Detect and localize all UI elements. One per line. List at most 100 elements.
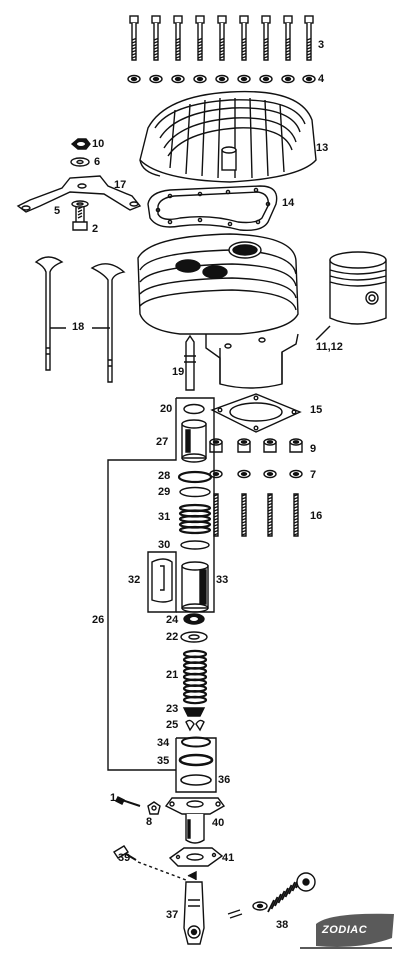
callout-2: 2	[92, 223, 99, 235]
gasket-hole	[167, 219, 173, 225]
base-washer	[289, 469, 303, 479]
lock-ring	[183, 613, 205, 625]
base-washer	[263, 469, 277, 479]
callout-28: 28	[158, 470, 171, 482]
callout-31: 31	[158, 511, 171, 523]
callout-4: 4	[318, 73, 325, 85]
head-bolt	[239, 15, 249, 61]
tappet-spring-small	[178, 503, 212, 535]
callout-32: 32	[128, 574, 141, 586]
callout-9: 9	[310, 443, 317, 455]
split-sleeve	[151, 558, 173, 603]
valve-left	[34, 256, 64, 371]
tappet-block-gasket	[168, 847, 224, 867]
adjuster-screw	[113, 845, 137, 861]
base-nut	[263, 438, 277, 453]
zodiac-logo	[300, 913, 394, 949]
base-nuts	[209, 438, 303, 453]
bolt-washer	[259, 74, 273, 84]
callout-26: 26	[92, 614, 105, 626]
gasket-hole	[197, 191, 203, 197]
callout-21: 21	[166, 669, 179, 681]
screw	[115, 796, 141, 807]
cylinder-head	[139, 90, 317, 183]
head-bolt	[217, 15, 227, 61]
washer-ring	[179, 486, 211, 498]
needle-roller	[274, 893, 282, 907]
callout-20: 20	[160, 403, 173, 415]
cylinder-barrel	[137, 233, 299, 389]
needle-roller	[267, 899, 275, 913]
head-bolt	[261, 15, 271, 61]
base-gasket	[210, 393, 302, 433]
head-bolt	[195, 15, 205, 61]
cylinder-head-bolts	[129, 15, 314, 61]
callout-25: 25	[166, 719, 179, 731]
callout-27: 27	[156, 436, 169, 448]
gasket-hole	[225, 189, 231, 195]
callout-29: 29	[158, 486, 171, 498]
bracket-bolt	[72, 206, 88, 231]
mounting-bracket	[16, 175, 142, 213]
needle-roller	[288, 881, 296, 895]
callout-10: 10	[92, 138, 105, 150]
needle-roller	[284, 884, 293, 898]
callout-5: 5	[54, 205, 61, 217]
callout-7: 7	[310, 469, 317, 481]
valve-right	[90, 263, 126, 383]
callout-8: 8	[146, 816, 153, 828]
needle-roller	[281, 887, 289, 901]
callout-30: 30	[158, 539, 171, 551]
gasket-hole	[227, 221, 233, 227]
head-bolt	[151, 15, 161, 61]
gasket-hole	[253, 187, 259, 193]
rocker-nut	[70, 138, 91, 150]
piston	[329, 251, 387, 325]
callout-16: 16	[310, 510, 323, 522]
small-nut	[147, 801, 161, 815]
callout-24: 24	[166, 614, 179, 626]
callout-37: 37	[166, 909, 179, 921]
gasket-hole	[155, 207, 161, 213]
small-washer	[70, 157, 90, 167]
head-washers	[127, 74, 316, 84]
spring-seat	[182, 707, 206, 717]
roller-kit	[227, 872, 316, 919]
bolt-washer	[281, 74, 295, 84]
spring-collar-ring	[180, 540, 210, 550]
tappet-body	[181, 561, 209, 613]
tappet-guide	[181, 419, 207, 463]
head-bolt	[304, 15, 314, 61]
gasket-hole	[197, 217, 203, 223]
bottom-ring-a	[181, 736, 211, 748]
callout-41: 41	[222, 852, 235, 864]
base-nut	[209, 438, 223, 453]
callout-6: 6	[94, 156, 101, 168]
piston-leader	[315, 325, 331, 341]
needle-roller	[270, 896, 279, 910]
base-washer	[237, 469, 251, 479]
seal-ring	[177, 470, 213, 484]
callout-38: 38	[276, 919, 289, 931]
bolt-washer	[127, 74, 141, 84]
callout-23: 23	[166, 703, 179, 715]
gasket-hole	[265, 201, 271, 207]
callout-13: 13	[316, 142, 329, 154]
stud	[241, 493, 247, 537]
pushrod-tip	[184, 334, 196, 391]
callout-17: 17	[114, 179, 127, 191]
head-gasket	[147, 185, 278, 232]
assembly-dashed-line	[137, 861, 187, 881]
base-washers	[209, 469, 303, 479]
needle-roller	[277, 890, 286, 904]
main-spring	[182, 649, 208, 705]
retainer-keys	[185, 719, 205, 732]
bracket-washer	[71, 200, 89, 208]
callout-3: 3	[318, 39, 325, 51]
roller-tappet	[183, 870, 205, 945]
head-bolt	[283, 15, 293, 61]
cylinder-studs	[213, 493, 299, 537]
tappet-block	[164, 797, 226, 844]
callout-18: 18	[72, 321, 85, 333]
